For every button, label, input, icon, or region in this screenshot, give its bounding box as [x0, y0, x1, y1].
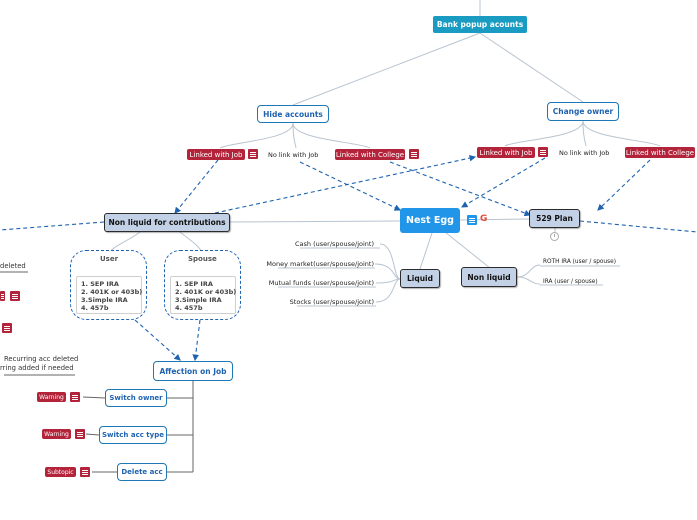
list-item: 2. 401K or 403b)	[81, 288, 143, 296]
switch-owner-node[interactable]: Switch owner	[105, 389, 167, 407]
non-liquid-contrib-node[interactable]: Non liquid for contributions	[104, 213, 230, 232]
note-icon[interactable]	[80, 467, 90, 477]
non-liquid-item-roth-ira[interactable]: ROTH IRA (user / spouse)	[543, 258, 616, 265]
linked-college-tag-1[interactable]: Linked with College	[335, 149, 405, 160]
linked-college-tag-2[interactable]: Linked with College	[625, 147, 695, 158]
subtopic-tag[interactable]: Subtopic	[45, 467, 76, 477]
no-link-job-node-2[interactable]: No link with Job	[559, 148, 610, 157]
google-icon[interactable]: G	[480, 214, 488, 224]
clock-icon	[550, 232, 559, 241]
recurring-added-text: rring added if needed	[0, 364, 74, 372]
list-item: 1. SEP IRA	[175, 280, 213, 288]
switch-acc-type-node[interactable]: Switch acc type	[99, 426, 167, 444]
list-item: 3.Simple IRA	[175, 296, 222, 304]
note-icon[interactable]	[10, 291, 20, 301]
list-item: 4. 457b	[175, 304, 203, 312]
spouse-group-title: Spouse	[188, 255, 217, 263]
change-owner-node[interactable]: Change owner	[547, 102, 619, 121]
liquid-item-stocks[interactable]: Stocks (user/spouse/joint)	[289, 297, 374, 306]
note-icon[interactable]	[75, 429, 85, 439]
nest-egg-node[interactable]: Nest Egg	[400, 208, 460, 233]
liquid-item-cash[interactable]: Cash (user/spouse/joint)	[295, 239, 374, 248]
user-account-list[interactable]: 1. SEP IRA 2. 401K or 403b) 3.Simple IRA…	[76, 276, 142, 314]
note-icon[interactable]	[0, 291, 5, 301]
list-item: 3.Simple IRA	[81, 296, 128, 304]
dashed-connectors	[0, 154, 697, 362]
list-item: 1. SEP IRA	[81, 280, 119, 288]
note-icon[interactable]	[467, 215, 477, 225]
note-icon[interactable]	[2, 323, 12, 333]
note-icon[interactable]	[70, 392, 80, 402]
recurring-deleted-text: Recurring acc deleted	[4, 355, 79, 363]
warning-tag-1[interactable]: Warning	[37, 392, 66, 402]
affection-tree	[0, 271, 194, 473]
delete-acc-node[interactable]: Delete acc	[117, 463, 167, 481]
no-link-job-node-1[interactable]: No link with Job	[268, 150, 319, 159]
linked-job-tag-1[interactable]: Linked with Job	[187, 149, 245, 160]
non-liquid-item-ira[interactable]: IRA (user / spouse)	[543, 278, 598, 285]
note-icon[interactable]	[409, 149, 419, 159]
note-icon[interactable]	[248, 149, 258, 159]
liquid-item-mutual-funds[interactable]: Mutual funds (user/spouse/joint)	[268, 278, 374, 287]
warning-tag-2[interactable]: Warning	[42, 429, 71, 439]
non-liquid-node[interactable]: Non liquid	[461, 267, 517, 287]
note-icon[interactable]	[538, 147, 548, 157]
list-item: 2. 401K or 403b)	[175, 288, 237, 296]
plan-529-node[interactable]: 529 Plan	[529, 209, 580, 228]
spouse-account-list[interactable]: 1. SEP IRA 2. 401K or 403b) 3.Simple IRA…	[170, 276, 236, 314]
liquid-node[interactable]: Liquid	[400, 269, 440, 288]
liquid-item-money-market[interactable]: Money market(user/spouse/joint)	[266, 259, 374, 268]
user-group-title: User	[100, 255, 119, 263]
affection-on-job-node[interactable]: Affection on Job	[153, 361, 233, 381]
bank-popup-node[interactable]: Bank popup acounts	[433, 16, 527, 33]
linked-job-tag-2[interactable]: Linked with Job	[477, 147, 535, 158]
deleted-text: deleted	[0, 262, 26, 270]
list-item: 4. 457b	[81, 304, 109, 312]
hide-accounts-node[interactable]: Hide accounts	[257, 105, 329, 123]
